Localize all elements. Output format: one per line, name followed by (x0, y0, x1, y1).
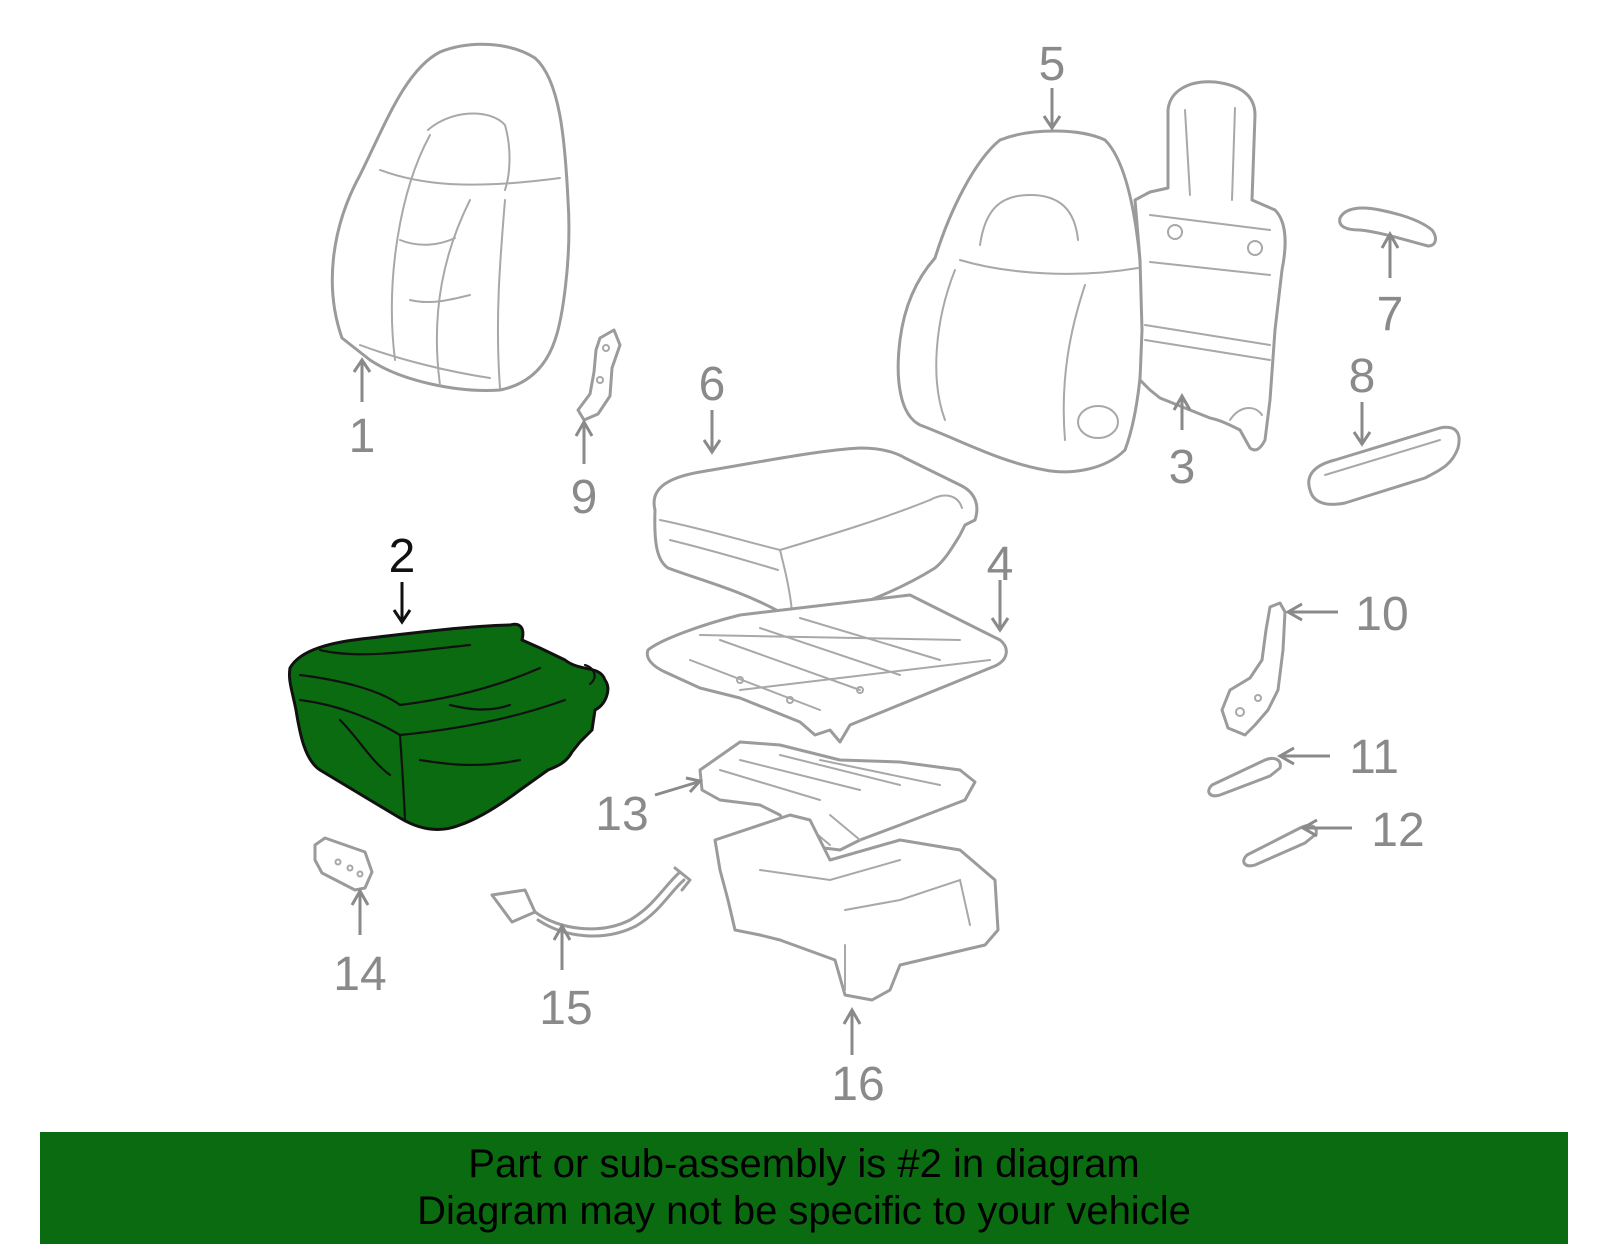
callout-line-2 (392, 582, 412, 625)
callout-line-11 (1276, 746, 1330, 766)
callout-4: 4 (987, 538, 1014, 591)
callout-14: 14 (333, 948, 386, 1001)
part-7-trim-piece[interactable] (1338, 206, 1437, 248)
callout-lines (350, 88, 1400, 1055)
callout-line-5 (1042, 88, 1062, 131)
callout-line-13 (654, 776, 703, 797)
callout-line-3 (1172, 392, 1192, 430)
callout-1: 1 (349, 410, 376, 463)
part-8-armrest[interactable] (1307, 425, 1461, 506)
callout-line-15 (552, 922, 572, 970)
part-4-cushion-frame[interactable] (645, 593, 1008, 744)
callout-15: 15 (539, 982, 592, 1035)
part-15-wire-harness[interactable] (490, 866, 692, 938)
callout-5: 5 (1039, 38, 1066, 91)
part-11-handle[interactable] (1207, 756, 1282, 798)
callout-11: 11 (1349, 731, 1399, 784)
callout-3: 3 (1169, 441, 1196, 494)
callout-6: 6 (699, 358, 726, 411)
info-banner: Part or sub-assembly is #2 in diagram Di… (40, 1132, 1568, 1244)
callout-13: 13 (595, 788, 648, 841)
banner-line-part: Part or sub-assembly is #2 in diagram (468, 1142, 1140, 1186)
callout-9: 9 (571, 471, 598, 524)
callout-line-10 (1284, 602, 1338, 622)
callout-line-12 (1299, 818, 1352, 838)
part-16-seat-riser[interactable] (713, 813, 1000, 1002)
part-5-seat-back[interactable] (896, 129, 1145, 474)
callout-7: 7 (1377, 288, 1404, 341)
callout-numbers: 1 2 3 4 5 6 7 8 9 10 11 12 13 14 15 16 (333, 38, 1424, 1111)
callout-line-1 (352, 357, 372, 402)
banner-line-disclaimer: Diagram may not be specific to your vehi… (417, 1189, 1191, 1233)
part-10-recliner-bracket[interactable] (1220, 601, 1287, 737)
callout-16: 16 (831, 1058, 884, 1111)
callout-line-4 (990, 580, 1010, 633)
callout-line-14 (350, 887, 370, 935)
callout-line-16 (842, 1006, 862, 1055)
callout-12: 12 (1371, 804, 1424, 857)
callout-line-6 (702, 410, 722, 455)
callout-line-8 (1352, 402, 1372, 447)
callout-8: 8 (1349, 350, 1376, 403)
callout-line-7 (1380, 230, 1400, 278)
callout-line-9 (574, 418, 594, 464)
part-2-seat-cushion-cover[interactable] (288, 622, 610, 831)
part-12-lever[interactable] (1242, 824, 1318, 868)
part-9-bracket[interactable] (576, 328, 622, 422)
part-1-seat-back-cover[interactable] (330, 42, 571, 392)
part-14-switch-cover[interactable] (313, 836, 374, 892)
part-3-seat-back-frame[interactable] (1133, 80, 1287, 452)
part-6-seat-cushion[interactable] (652, 446, 979, 622)
callout-2: 2 (389, 530, 416, 583)
callout-10: 10 (1355, 588, 1408, 641)
